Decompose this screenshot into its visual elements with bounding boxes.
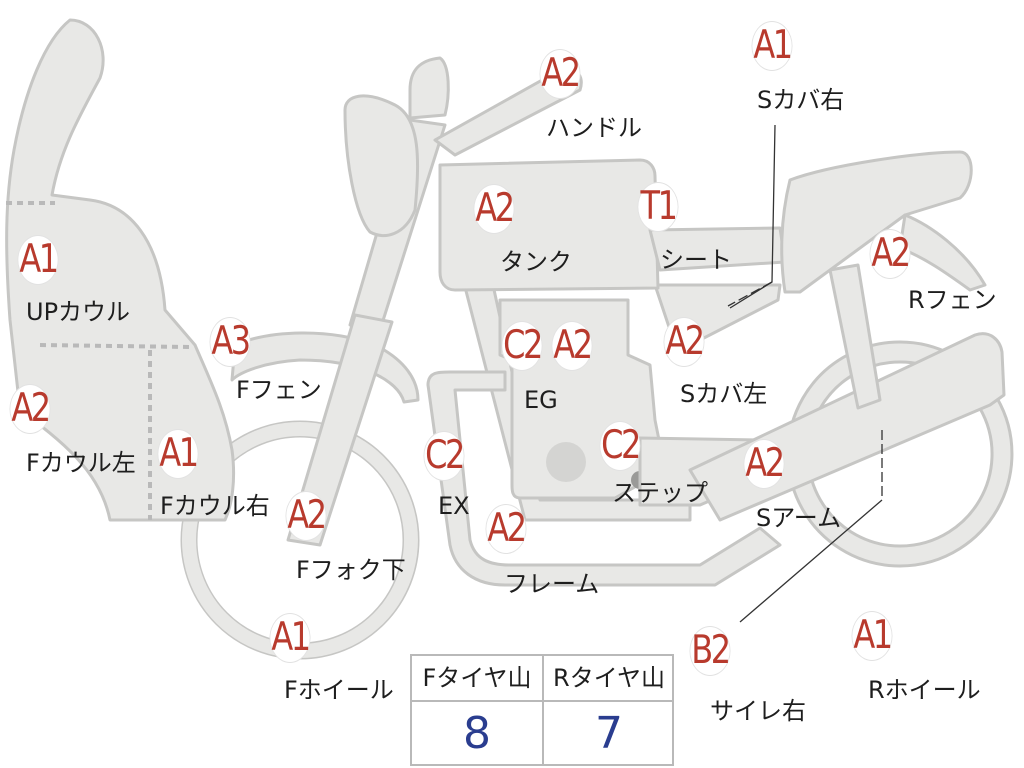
rear-fender-part: [898, 213, 987, 292]
engine-cover: [546, 442, 586, 482]
front-cowl: [5, 18, 236, 522]
part-label-f-wheel: Fホイール: [284, 676, 394, 704]
cowl-seam-middle: [39, 343, 191, 349]
part-label-frame: フレーム: [504, 570, 600, 598]
grade-badge-f-fork-lower: A2: [286, 492, 327, 540]
part-label-f-fork-lower: Fフォク下: [296, 556, 406, 584]
part-label-muffler-right: サイレ右: [710, 697, 806, 725]
grade-badge-step: C2: [600, 422, 641, 470]
exhaust-pipe: [426, 370, 782, 587]
grade-badge-engine-1: C2: [502, 322, 543, 370]
grade-badge-tank: A2: [474, 185, 515, 233]
grade-badge-muffler-right: B2: [690, 627, 731, 675]
rear-tire-tread-header: Rタイヤ山: [553, 664, 665, 692]
part-label-tank: タンク: [500, 248, 572, 276]
part-label-engine: EG: [524, 386, 558, 414]
part-label-step: ステップ: [612, 479, 708, 507]
rear-shock: [828, 263, 882, 410]
part-label-s-cover-left: Sカバ左: [680, 380, 768, 408]
grade-badge-f-cowl-left: A2: [10, 385, 51, 433]
part-label-handle: ハンドル: [546, 114, 642, 142]
part-label-exhaust: EX: [438, 492, 470, 520]
part-label-s-arm: Sアーム: [756, 504, 842, 532]
front-tire-tread-header: Fタイヤ山: [422, 664, 532, 692]
grade-badge-engine-2: A2: [552, 322, 593, 370]
grade-badge-r-wheel: A1: [852, 612, 893, 660]
leader-s-cover-right-dash: [727, 281, 773, 307]
grade-badge-s-cover-left: A2: [664, 318, 705, 366]
grade-badge-frame: A2: [486, 505, 527, 553]
grade-badge-f-wheel: A1: [270, 614, 311, 662]
grade-badge-seat: T1: [638, 183, 678, 231]
table-divider-vertical: [542, 656, 544, 764]
grade-badge-handle: A2: [540, 50, 581, 98]
tire-tread-table: Fタイヤ山 Rタイヤ山 8 7: [410, 654, 674, 766]
front-fork-lower: [286, 313, 394, 547]
part-label-r-wheel: Rホイール: [868, 676, 981, 704]
mirror: [408, 56, 450, 120]
grade-badge-f-cowl-right: A1: [158, 430, 199, 478]
seat-tail: [780, 150, 973, 294]
part-label-f-cowl-right: Fカウル右: [160, 492, 270, 520]
rear-tire-tread-value: 7: [595, 708, 623, 759]
part-label-seat: シート: [660, 246, 732, 274]
meter: [343, 94, 420, 237]
leader-muffler-line: [739, 499, 883, 623]
grade-badge-s-arm: A2: [744, 440, 785, 488]
part-label-up-cowl: UPカウル: [26, 298, 131, 326]
part-label-r-fender: Rフェン: [908, 286, 997, 314]
grade-badge-up-cowl: A1: [18, 236, 59, 284]
part-label-f-fender: Fフェン: [236, 376, 322, 404]
front-tire-tread-value: 8: [463, 708, 491, 759]
grade-badge-f-fender: A3: [210, 318, 251, 366]
leader-s-cover-right: [729, 124, 776, 309]
part-label-f-cowl-left: Fカウル左: [26, 449, 136, 477]
part-label-s-cover-right: Sカバ右: [757, 86, 845, 114]
grade-badge-r-fender: A2: [870, 230, 911, 278]
grade-badge-s-cover-right: A1: [752, 22, 793, 70]
grade-badge-exhaust: C2: [424, 432, 465, 480]
